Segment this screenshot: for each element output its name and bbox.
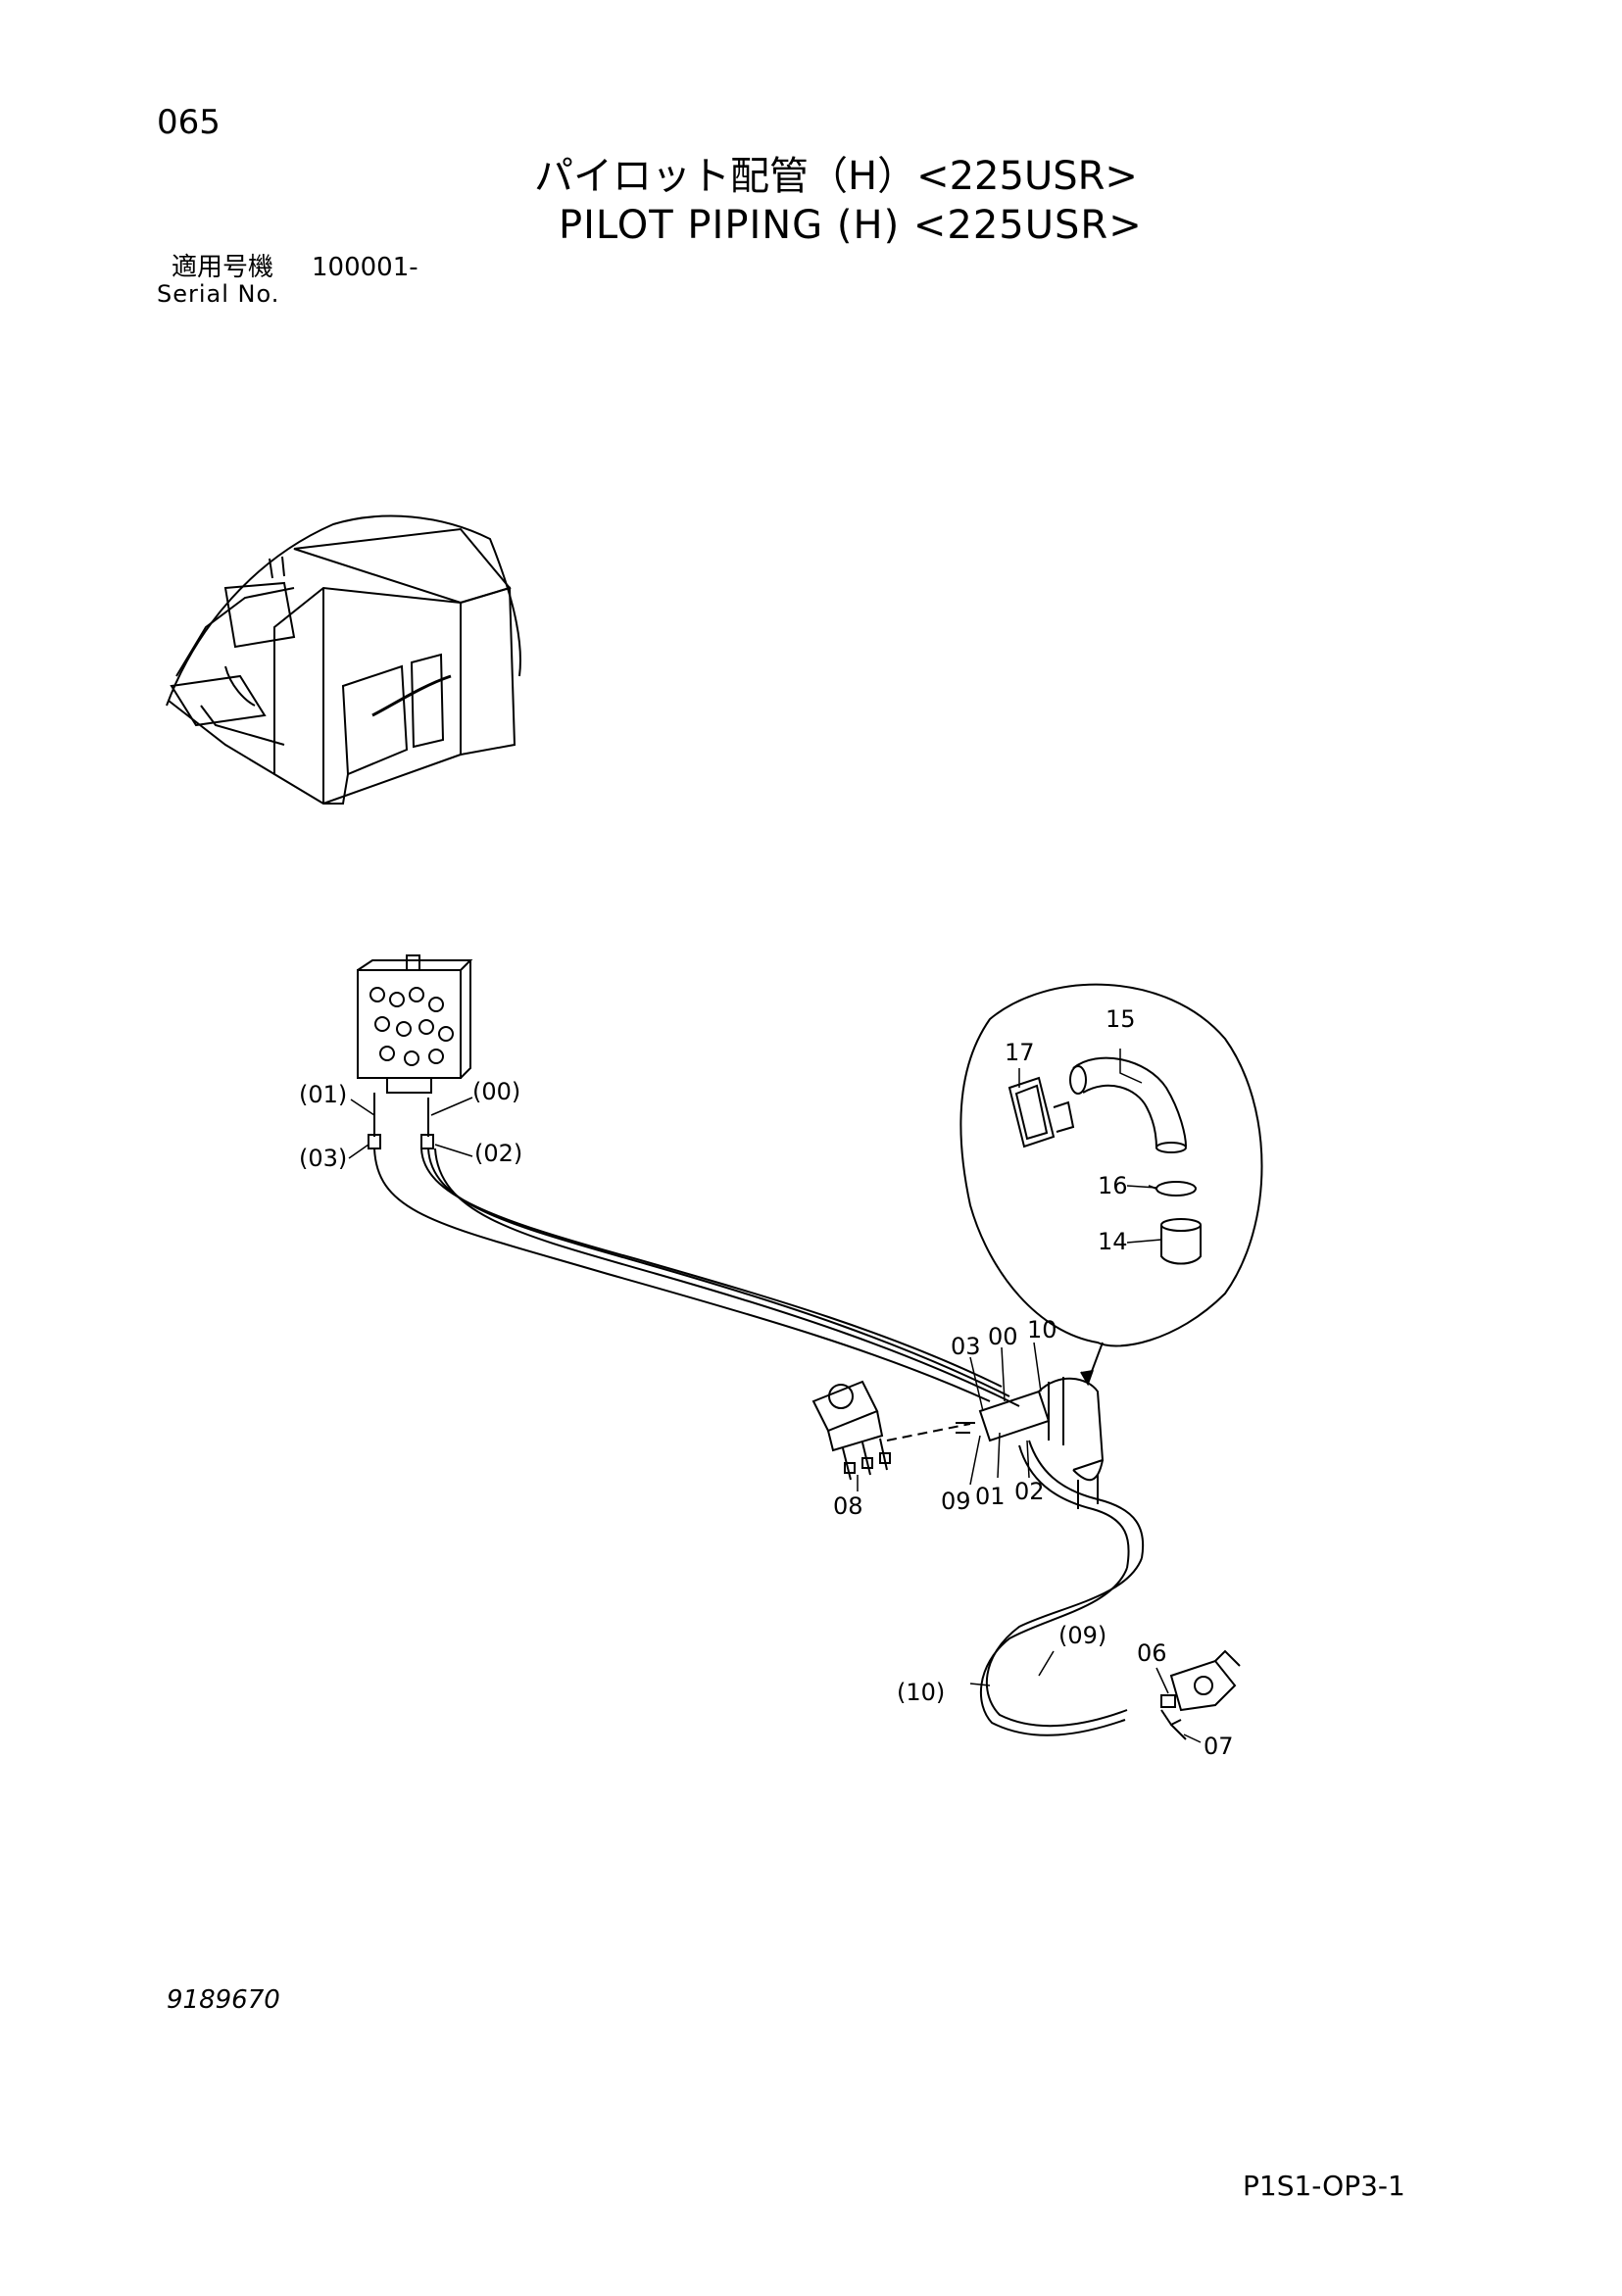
excavator-overview — [166, 514, 521, 806]
callout-09: 09 — [941, 1488, 971, 1515]
callout-15: 15 — [1106, 1005, 1136, 1033]
title-japanese: パイロット配管（H）<225USR> — [534, 154, 1138, 199]
callout-00-paren: (00) — [472, 1078, 520, 1105]
connector-block — [956, 1377, 1145, 1569]
callout-14: 14 — [1098, 1228, 1128, 1255]
callout-03-paren: (03) — [299, 1145, 347, 1172]
detail-bubble — [959, 983, 1263, 1387]
callout-10: 10 — [1027, 1316, 1057, 1343]
leader-lines — [348, 1049, 1202, 1743]
lower-valve — [1160, 1649, 1241, 1740]
serial-label-japanese: 適用号機 — [172, 253, 274, 282]
callout-02: 02 — [1014, 1478, 1045, 1505]
pilot-valve — [811, 1380, 971, 1481]
title-english: PILOT PIPING (H) <225USR> — [559, 203, 1143, 248]
callout-01-paren: (01) — [299, 1081, 347, 1108]
page-number: 065 — [157, 103, 221, 142]
callout-03: 03 — [951, 1333, 981, 1360]
callout-07: 07 — [1204, 1733, 1234, 1760]
pilot-hoses — [373, 1148, 1020, 1407]
sheet-code: P1S1-OP3-1 — [1243, 2170, 1405, 2202]
callout-02-paren: (02) — [474, 1140, 522, 1167]
callout-06: 06 — [1137, 1639, 1167, 1667]
serial-value: 100001- — [312, 253, 418, 282]
callout-10-paren: (10) — [897, 1679, 945, 1706]
callout-16: 16 — [1098, 1172, 1128, 1199]
drawing-number: 9189670 — [167, 1985, 280, 2015]
callout-01: 01 — [975, 1483, 1006, 1510]
callout-17: 17 — [1005, 1039, 1035, 1066]
control-valve — [357, 954, 473, 1149]
callout-09-paren: (09) — [1058, 1622, 1106, 1649]
callout-08: 08 — [833, 1492, 863, 1520]
callout-00: 00 — [988, 1323, 1018, 1350]
serial-label-english: Serial No. — [157, 280, 280, 308]
